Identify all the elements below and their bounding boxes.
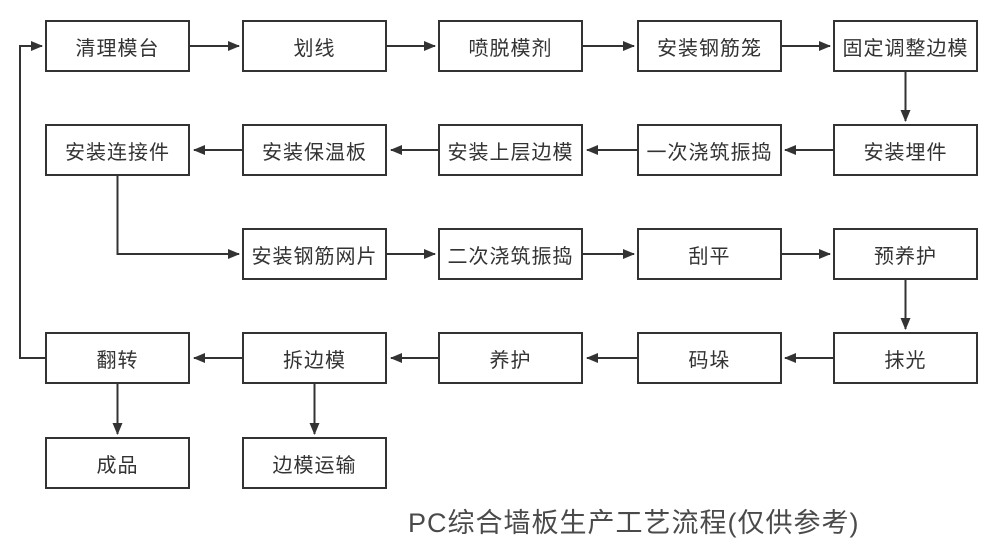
node-erci-jiaozhu-zhendao: 二次浇筑振捣 bbox=[438, 228, 583, 280]
node-anzhuang-lianjiejian: 安装连接件 bbox=[45, 124, 190, 176]
node-chai-bianmo: 拆边模 bbox=[242, 332, 387, 384]
node-anzhuang-shangceng-bianmo: 安装上层边模 bbox=[438, 124, 583, 176]
node-fanzhuan: 翻转 bbox=[45, 332, 190, 384]
node-yici-jiaozhu-zhendao: 一次浇筑振捣 bbox=[637, 124, 782, 176]
node-pen-tuomoji: 喷脱模剂 bbox=[438, 20, 583, 72]
node-anzhuang-baowenban: 安装保温板 bbox=[242, 124, 387, 176]
node-moguang: 抹光 bbox=[833, 332, 978, 384]
diagram-caption: PC综合墙板生产工艺流程(仅供参考) bbox=[408, 508, 860, 538]
node-huaxian: 划线 bbox=[242, 20, 387, 72]
node-chengpin: 成品 bbox=[45, 437, 190, 489]
node-qingli-motai: 清理模台 bbox=[45, 20, 190, 72]
node-guding-tiaozheng-bianmo: 固定调整边模 bbox=[833, 20, 978, 72]
node-anzhuang-gangjin-wangpian: 安装钢筋网片 bbox=[242, 228, 387, 280]
node-yanghu: 养护 bbox=[438, 332, 583, 384]
node-anzhuang-gangjinlong: 安装钢筋笼 bbox=[637, 20, 782, 72]
node-bianmo-yunshu: 边模运输 bbox=[242, 437, 387, 489]
edge-fanzhuan-qingli-motai-loop bbox=[19, 41, 45, 359]
node-yu-yanghu: 预养护 bbox=[833, 228, 978, 280]
node-guaping: 刮平 bbox=[637, 228, 782, 280]
node-maduo: 码垛 bbox=[637, 332, 782, 384]
node-anzhuang-maijian: 安装埋件 bbox=[833, 124, 978, 176]
edge-anzhuang-lianjiejian-anzhuang-gangjin-wangpian bbox=[116, 176, 240, 259]
